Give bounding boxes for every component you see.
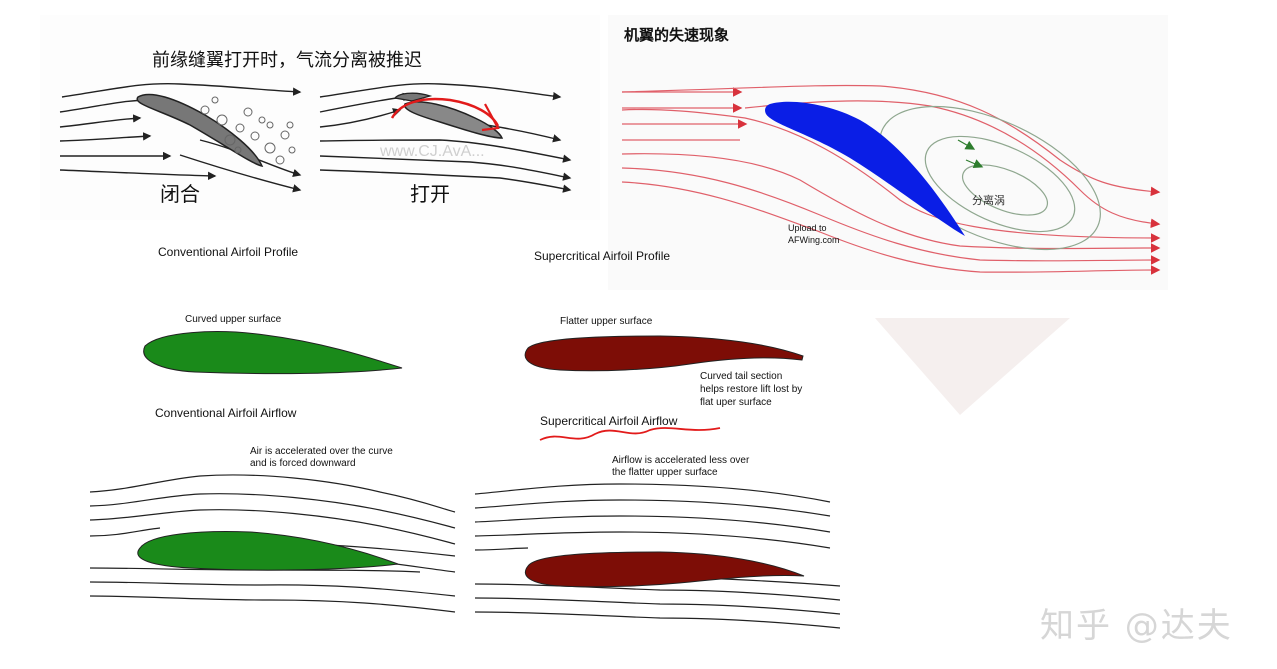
stall-title: 机翼的失速现象 — [624, 26, 730, 44]
decorative-triangle — [875, 318, 1070, 415]
stall-credit: Upload to AFWing.com — [788, 223, 840, 245]
open-airfoil-shape — [404, 101, 504, 139]
conventional-profile-shape — [143, 331, 403, 375]
vortex-label: 分离涡 — [972, 194, 1005, 207]
slat-overlay-watermark: www.CJ.AvA... — [380, 143, 485, 160]
conventional-airflow-note: Air is accelerated over the curve and is… — [250, 446, 393, 469]
conventional-airflow-title: Conventional Airfoil Airflow — [155, 406, 297, 420]
conventional-airflow-diagram — [89, 474, 456, 613]
stall-diagram — [621, 84, 1161, 275]
supercritical-tail-note: Curved tail section helps restore lift l… — [700, 371, 803, 408]
supercritical-profile-title: Supercritical Airfoil Profile — [534, 249, 671, 263]
site-watermark: 知乎 @达夫 — [1040, 606, 1233, 646]
supercritical-airflow-shape — [524, 551, 805, 588]
stall-airfoil-shape — [765, 101, 965, 236]
supercritical-airflow-note: Airflow is accelerated less over the fla… — [612, 455, 750, 478]
slat-open-label: 打开 — [410, 182, 450, 206]
slat-open-diagram — [319, 83, 572, 193]
conventional-airflow-shape — [137, 531, 399, 571]
slat-title: 前缘缝翼打开时，气流分离被推迟 — [152, 50, 422, 71]
supercritical-airflow-title: Supercritical Airfoil Airflow — [540, 414, 678, 428]
conventional-profile-note: Curved upper surface — [185, 314, 282, 325]
closed-airfoil-shape — [136, 93, 264, 168]
supercritical-profile-shape — [524, 335, 804, 372]
slat-shape — [393, 92, 433, 102]
slat-closed-label: 闭合 — [160, 182, 200, 206]
supercritical-airflow-diagram — [474, 483, 841, 629]
conventional-profile-title: Conventional Airfoil Profile — [158, 245, 299, 259]
supercritical-profile-note: Flatter upper surface — [560, 316, 653, 327]
slat-closed-diagram — [59, 82, 302, 193]
red-underline — [539, 427, 721, 441]
